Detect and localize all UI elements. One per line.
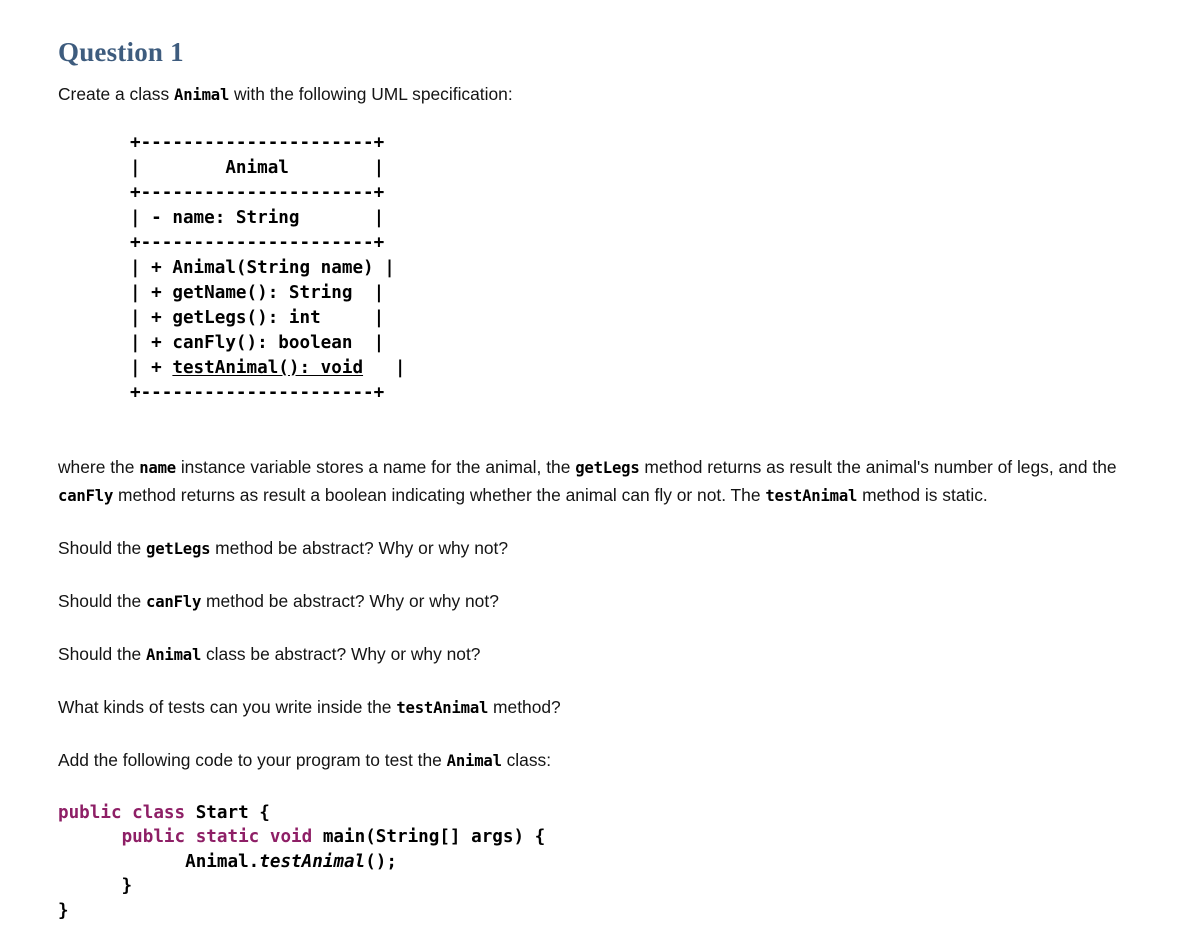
desc-text-1: where the <box>58 456 140 477</box>
question-getlegs-abstract: Should the getLegs method be abstract? W… <box>58 510 1146 563</box>
add-code-instruction: Add the following code to your program t… <box>58 722 1146 775</box>
code-name-inline: name <box>139 458 176 477</box>
code-main-signature: main(String[] args) { <box>312 827 546 848</box>
uml-method-getlegs: | + getLegs(): int | <box>130 307 385 328</box>
q3-text-after: class be abstract? Why or why not? <box>201 643 481 664</box>
desc-text-5: method is static. <box>857 484 988 505</box>
question-canfly-abstract: Should the canFly method be abstract? Wh… <box>58 563 1146 616</box>
uml-border-mid-2: +----------------------+ <box>130 232 385 253</box>
description-paragraph: where the name instance variable stores … <box>58 406 1146 510</box>
addcode-text-after: class: <box>501 749 552 770</box>
code-canfly-inline: canFly <box>58 486 114 505</box>
java-code-block: public class Start { public static void … <box>58 775 1146 924</box>
uml-method-testanimal-static: testAnimal(): void <box>172 357 364 378</box>
code-indent-l2 <box>58 827 122 847</box>
q2-text-before: Should the <box>58 590 146 611</box>
code-keyword-public-static-void: public static void <box>121 827 313 848</box>
uml-method-getname: | + getName(): String | <box>130 282 385 303</box>
code-class-start: Start { <box>185 802 270 823</box>
code-animal-addcode: Animal <box>446 751 502 770</box>
uml-method-testanimal-prefix: | + <box>130 357 173 378</box>
code-close-brace-inner: } <box>58 876 133 897</box>
uml-border-top: +----------------------+ <box>130 132 385 153</box>
code-testanimal-call: testAnimal <box>259 851 366 872</box>
intro-paragraph: Create a class Animal with the following… <box>58 68 1146 109</box>
q4-text-before: What kinds of tests can you write inside… <box>58 696 397 717</box>
desc-text-4: method returns as result a boolean indic… <box>113 484 766 505</box>
uml-border-bottom: +----------------------+ <box>130 382 385 403</box>
code-getlegs-q: getLegs <box>146 539 211 558</box>
code-keyword-public-class: public class <box>58 802 186 823</box>
desc-text-3: method returns as result the animal's nu… <box>639 456 1117 477</box>
uml-field-name: | - name: String | <box>130 207 385 228</box>
code-testanimal-inline: testAnimal <box>765 486 858 505</box>
code-indent-l3 <box>58 852 185 872</box>
code-canfly-q: canFly <box>146 592 202 611</box>
q1-text-before: Should the <box>58 537 146 558</box>
question-tests-testanimal: What kinds of tests can you write inside… <box>58 669 1146 722</box>
uml-class-name-row: | Animal | <box>130 157 385 178</box>
uml-border-mid-1: +----------------------+ <box>130 182 385 203</box>
code-close-brace-outer: } <box>58 900 69 921</box>
code-animal-q: Animal <box>146 645 202 664</box>
desc-text-2: instance variable stores a name for the … <box>175 456 576 477</box>
addcode-text-before: Add the following code to your program t… <box>58 749 447 770</box>
q1-text-after: method be abstract? Why or why not? <box>210 537 509 558</box>
uml-method-canfly: | + canFly(): boolean | <box>130 332 385 353</box>
intro-text-before: Create a class <box>58 83 174 104</box>
q3-text-before: Should the <box>58 643 146 664</box>
uml-method-testanimal-suffix: | <box>363 357 406 378</box>
q2-text-after: method be abstract? Why or why not? <box>201 590 499 611</box>
q4-text-after: method? <box>488 696 561 717</box>
uml-method-constructor: | + Animal(String name) | <box>130 257 395 278</box>
code-animal-inline: Animal <box>174 85 230 104</box>
code-animal-reference: Animal. <box>185 851 260 872</box>
question-animal-abstract: Should the Animal class be abstract? Why… <box>58 616 1146 669</box>
uml-class-diagram: +----------------------+ | Animal | +---… <box>58 109 1146 406</box>
code-testanimal-q: testAnimal <box>396 698 489 717</box>
code-getlegs-inline: getLegs <box>575 458 640 477</box>
page-title: Question 1 <box>58 37 184 67</box>
code-call-tail: (); <box>365 851 397 872</box>
intro-text-after: with the following UML specification: <box>229 83 513 104</box>
